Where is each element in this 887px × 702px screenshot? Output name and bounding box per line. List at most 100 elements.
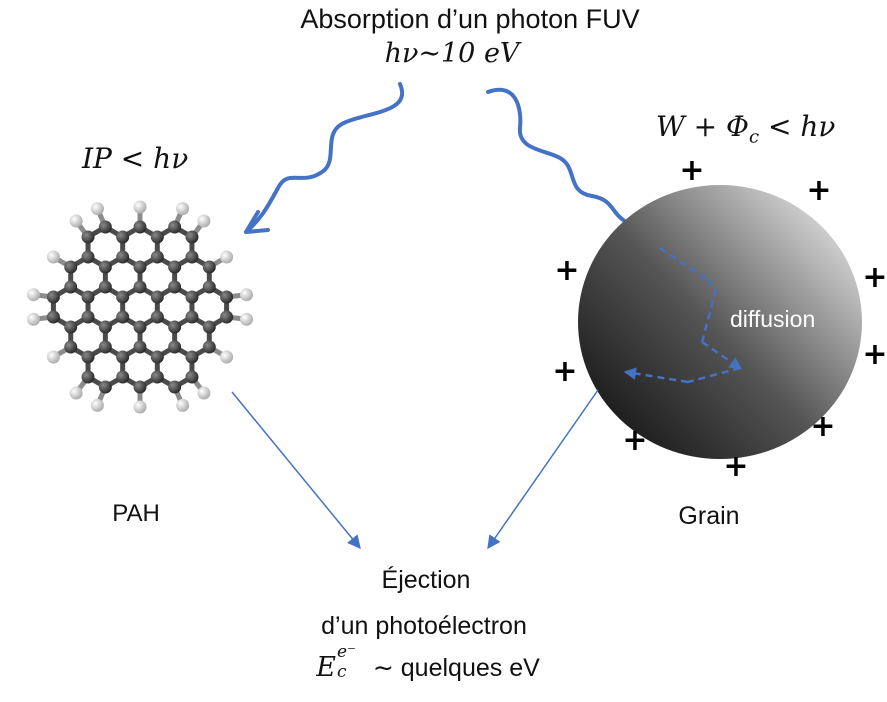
grain-sphere (578, 185, 862, 459)
title-photon-energy: hν∼10 eV (384, 38, 520, 69)
carbon-atom (220, 310, 234, 324)
hydrogen-atom (197, 386, 211, 400)
carbon-atom (133, 320, 147, 334)
diffusion-label: diffusion (730, 306, 816, 332)
carbon-atom (133, 260, 147, 274)
carbon-atom (98, 220, 112, 234)
carbon-atom (81, 370, 95, 384)
carbon-atom (98, 380, 112, 394)
energy-indices: e⁻c (336, 642, 366, 682)
ejection-line2: d’un photoélectron (321, 612, 527, 640)
hydrogen-atom (220, 350, 234, 364)
carbon-atom (150, 370, 164, 384)
carbon-atom (98, 340, 112, 354)
carbon-atom (185, 230, 199, 244)
photon-arrow-to-grain (486, 87, 656, 240)
hydrogen-atom (176, 398, 190, 412)
charge-plus: + (806, 173, 832, 208)
carbon-atom (116, 250, 130, 264)
hydrogen-atom (239, 288, 253, 302)
charge-plus: + (810, 409, 836, 444)
hydrogen-atom (176, 202, 190, 216)
carbon-atom (168, 340, 182, 354)
carbon-atom (185, 370, 199, 384)
carbon-atom (150, 310, 164, 324)
grain-condition-sub: c (749, 126, 760, 148)
hydrogen-atom (239, 312, 253, 326)
carbon-atom (168, 320, 182, 334)
carbon-atom (133, 380, 147, 394)
energy-sub: c (336, 662, 347, 682)
grain-ejection-arrow (487, 389, 599, 550)
pah-ejection-arrow (231, 391, 361, 550)
carbon-atom (150, 250, 164, 264)
energy-symbol: E (316, 652, 336, 683)
charge-plus: + (862, 337, 887, 372)
pah-label: PAH (112, 500, 160, 527)
carbon-atom (150, 350, 164, 364)
carbon-atom (64, 280, 78, 294)
grain-condition-tail: < hν (759, 110, 836, 143)
ejection-line1: Éjection (381, 566, 471, 594)
carbon-atom (81, 250, 95, 264)
carbon-atom (46, 290, 60, 304)
carbon-atom (81, 310, 95, 324)
carbon-atom (168, 380, 182, 394)
charge-plus: + (723, 449, 749, 484)
carbon-atom (202, 260, 216, 274)
carbon-atom (202, 280, 216, 294)
grain-emission-condition: W + Φc < hν (656, 110, 835, 148)
carbon-atom (168, 260, 182, 274)
grain-label: Grain (678, 502, 740, 530)
carbon-atom (81, 230, 95, 244)
charge-plus: + (552, 354, 578, 389)
hydrogen-atom (90, 398, 104, 412)
carbon-atom (150, 230, 164, 244)
pah-ionization-condition: IP < hν (82, 142, 189, 175)
hydrogen-atom (133, 200, 147, 214)
hydrogen-atom (46, 350, 60, 364)
carbon-atom (168, 280, 182, 294)
carbon-atom (168, 220, 182, 234)
energy-sup: e⁻ (336, 642, 356, 662)
charge-plus: + (679, 153, 705, 188)
carbon-atom (133, 220, 147, 234)
charge-plus: + (554, 253, 580, 288)
hydrogen-atom (133, 400, 147, 414)
hydrogen-atom (46, 250, 60, 264)
title-absorption: Absorption d’un photon FUV (300, 4, 640, 34)
carbon-atom (150, 290, 164, 304)
carbon-atom (64, 260, 78, 274)
grain-condition-main: W + Φ (656, 110, 749, 143)
carbon-atom (185, 310, 199, 324)
carbon-atom (185, 350, 199, 364)
hydrogen-atom (90, 202, 104, 216)
carbon-atom (116, 370, 130, 384)
carbon-atom (98, 260, 112, 274)
carbon-atom (133, 280, 147, 294)
hydrogen-atom (220, 250, 234, 264)
carbon-atom (64, 340, 78, 354)
carbon-atom (116, 310, 130, 324)
energy-tail: ∼ quelques eV (365, 654, 540, 682)
carbon-atom (116, 230, 130, 244)
hydrogen-atom (27, 288, 41, 302)
carbon-atom (202, 320, 216, 334)
carbon-atom (185, 250, 199, 264)
carbon-atom (202, 340, 216, 354)
carbon-atom (133, 340, 147, 354)
carbon-atom (185, 290, 199, 304)
carbon-atom (46, 310, 60, 324)
carbon-atom (116, 290, 130, 304)
hydrogen-atom (69, 386, 83, 400)
charge-plus: + (622, 423, 648, 458)
carbon-atom (116, 350, 130, 364)
carbon-atom (98, 320, 112, 334)
carbon-atom (81, 350, 95, 364)
carbon-atom (98, 280, 112, 294)
photon-arrow-to-pah (244, 82, 405, 234)
hydrogen-atom (197, 214, 211, 228)
hydrogen-atom (69, 214, 83, 228)
